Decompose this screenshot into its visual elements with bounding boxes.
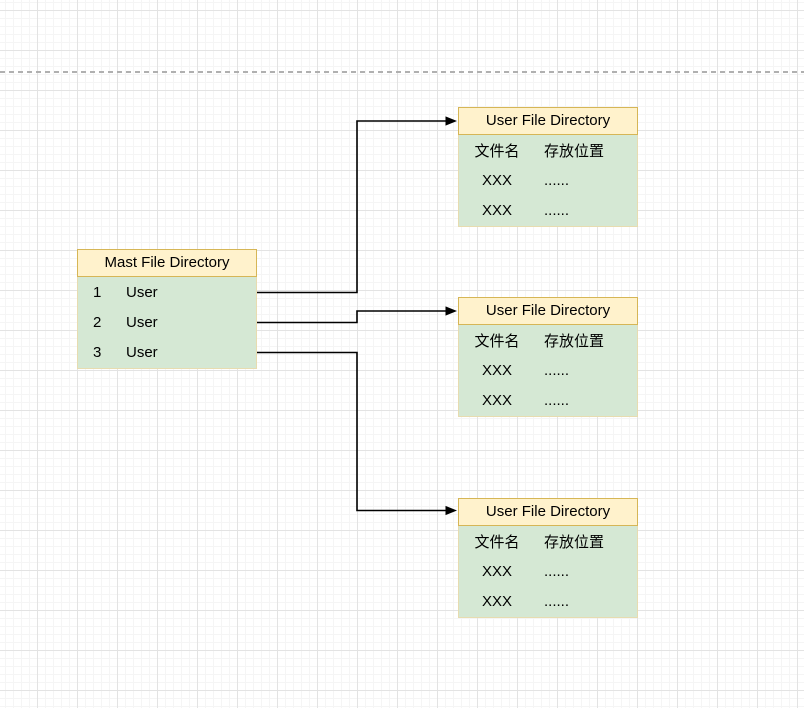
user-table-body: 文件名 存放位置 XXX ...... XXX ...... — [458, 135, 638, 227]
user-table-header: User File Directory — [458, 107, 638, 135]
table-row[interactable]: XXX ...... — [459, 165, 637, 195]
cell-location: ...... — [544, 562, 570, 580]
user-file-directory-table-3[interactable]: User File Directory 文件名 存放位置 XXX ...... … — [458, 498, 638, 618]
column-header-filename: 文件名 — [474, 142, 520, 160]
table-row[interactable]: XXX ...... — [459, 355, 637, 385]
user-table-body: 文件名 存放位置 XXX ...... XXX ...... — [458, 526, 638, 618]
cell-filename: XXX — [481, 392, 512, 410]
row-number: 1 — [93, 283, 102, 301]
cell-filename: XXX — [481, 171, 512, 189]
cell-location: ...... — [544, 171, 570, 189]
mast-table-body: 1 User 2 User 3 User — [77, 277, 257, 369]
cell-filename: XXX — [481, 202, 512, 220]
column-header-location: 存放位置 — [544, 332, 605, 350]
user-file-directory-table-1[interactable]: User File Directory 文件名 存放位置 XXX ...... … — [458, 107, 638, 227]
user-table-header: User File Directory — [458, 498, 638, 526]
cell-location: ...... — [544, 593, 570, 611]
table-row[interactable]: 3 User — [78, 338, 256, 368]
page-boundary-dashed-line — [0, 71, 804, 73]
arrowhead-icon — [445, 306, 457, 316]
column-header-filename: 文件名 — [474, 533, 520, 551]
arrowhead-icon — [445, 505, 457, 516]
row-number: 3 — [93, 344, 102, 362]
mast-file-directory-table[interactable]: Mast File Directory 1 User 2 User 3 User — [77, 249, 257, 369]
mast-table-header: Mast File Directory — [77, 249, 257, 277]
cell-filename: XXX — [481, 361, 512, 379]
table-row[interactable]: 文件名 存放位置 — [459, 325, 637, 355]
connector-arrow-row1[interactable] — [257, 120, 446, 294]
connector-arrow-row2[interactable] — [257, 310, 446, 324]
connector-arrow-row3[interactable] — [257, 351, 446, 512]
row-label: User — [126, 283, 158, 301]
user-table-body: 文件名 存放位置 XXX ...... XXX ...... — [458, 325, 638, 417]
table-row[interactable]: 1 User — [78, 277, 256, 307]
table-row[interactable]: XXX ...... — [459, 196, 637, 226]
cell-filename: XXX — [481, 593, 512, 611]
cell-location: ...... — [544, 361, 570, 379]
mast-table-title: Mast File Directory — [104, 254, 230, 271]
column-header-location: 存放位置 — [544, 533, 605, 551]
cell-location: ...... — [544, 202, 570, 220]
table-row[interactable]: 2 User — [78, 307, 256, 337]
user-file-directory-table-2[interactable]: User File Directory 文件名 存放位置 XXX ...... … — [458, 297, 638, 417]
table-row[interactable]: 文件名 存放位置 — [459, 135, 637, 165]
arrowhead-icon — [445, 116, 457, 126]
user-table-header: User File Directory — [458, 297, 638, 325]
column-header-filename: 文件名 — [474, 332, 520, 350]
row-label: User — [126, 344, 158, 362]
row-number: 2 — [93, 313, 102, 331]
cell-location: ...... — [544, 392, 570, 410]
table-row[interactable]: 文件名 存放位置 — [459, 526, 637, 556]
column-header-location: 存放位置 — [544, 142, 605, 160]
user-table-title: User File Directory — [485, 302, 611, 319]
table-row[interactable]: XXX ...... — [459, 386, 637, 416]
user-table-title: User File Directory — [485, 112, 611, 129]
user-table-title: User File Directory — [485, 503, 611, 520]
cell-filename: XXX — [481, 562, 512, 580]
row-label: User — [126, 313, 158, 331]
table-row[interactable]: XXX ...... — [459, 556, 637, 586]
table-row[interactable]: XXX ...... — [459, 587, 637, 617]
